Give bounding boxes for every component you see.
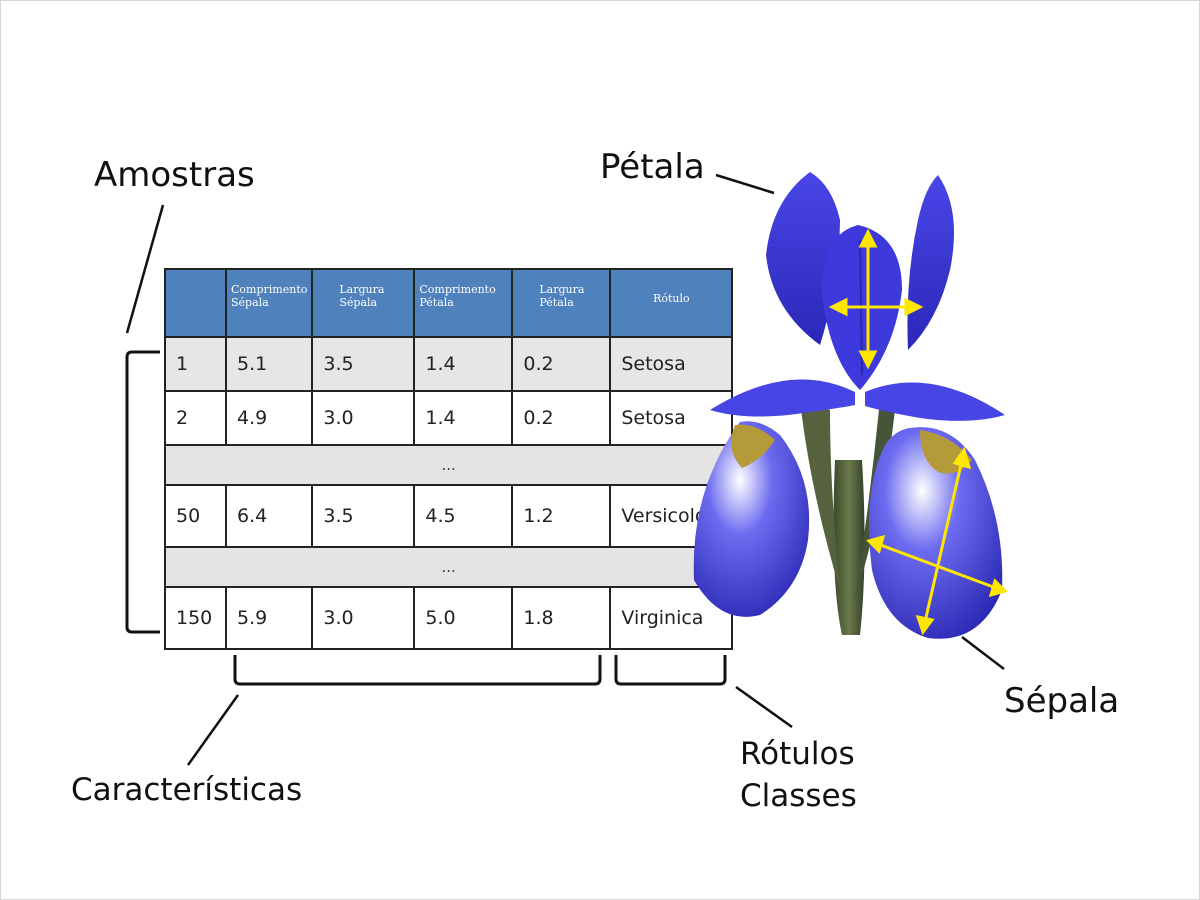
spathe-left [800, 400, 840, 590]
table-ellipsis-row: ... [163, 444, 734, 486]
table-row: 50 6.4 3.5 4.5 1.2 Versicolor [164, 484, 734, 548]
petal-label: Pétala [600, 147, 705, 187]
labels-bracket [614, 655, 727, 686]
left-fall-signal [731, 424, 775, 468]
right-standard-petal [907, 175, 954, 350]
row-index: 150 [164, 586, 227, 650]
left-style-arm [710, 379, 855, 417]
class-label-cell: Setosa [609, 390, 734, 446]
sepal-width-cell: 3.0 [311, 586, 416, 650]
labels-pointer-line [735, 685, 793, 729]
sepal-width-cell: 3.5 [311, 336, 416, 392]
ellipsis-text: ... [441, 456, 456, 474]
ellipsis-text: ... [441, 558, 456, 576]
features-bracket [233, 655, 602, 686]
samples-label: Amostras [94, 155, 255, 195]
right-style-arm [865, 382, 1005, 421]
labels-classes-line2: Classes [740, 778, 857, 814]
sepal-label: Sépala [1004, 681, 1120, 721]
sepal-length-cell: 5.9 [224, 586, 314, 650]
sepal-length-cell: 4.9 [224, 390, 314, 446]
header-cell-label: Rótulo [609, 268, 734, 338]
table-row: 150 5.9 3.0 5.0 1.8 Virginica [164, 586, 734, 650]
row-index: 50 [164, 484, 227, 548]
left-standard-petal [766, 172, 840, 345]
sepal-width-cell: 3.0 [311, 390, 416, 446]
table-row: 2 4.9 3.0 1.4 0.2 Setosa [164, 390, 734, 446]
labels-classes-line1: Rótulos [740, 736, 855, 772]
sepal-measure-arrows [866, 446, 1008, 636]
petal-length-cell: 1.4 [413, 336, 514, 392]
sepal-length-cell: 6.4 [224, 484, 314, 548]
table-row: 1 5.1 3.5 1.4 0.2 Setosa [164, 336, 734, 392]
petal-width-cell: 1.2 [511, 484, 612, 548]
features-pointer-line [186, 694, 240, 766]
header-cell-index [164, 268, 227, 338]
table-ellipsis-row: ... [163, 546, 734, 588]
petal-width-cell: 0.2 [511, 336, 612, 392]
petal-pointer-line [715, 173, 775, 195]
sepal-pointer-line [961, 636, 1005, 670]
petal-length-cell: 4.5 [413, 484, 514, 548]
petal-width-cell: 0.2 [511, 390, 612, 446]
sepal-width-cell: 3.5 [311, 484, 416, 548]
features-label: Características [71, 772, 303, 808]
iris-flower-image [693, 172, 1008, 639]
samples-bracket [125, 350, 160, 634]
class-label-cell: Setosa [609, 336, 734, 392]
petal-length-cell: 1.4 [413, 390, 514, 446]
left-fall-sepal [693, 421, 810, 617]
stem [833, 460, 865, 635]
petal-measure-arrows [828, 228, 924, 370]
sepal-length-cell: 5.1 [224, 336, 314, 392]
row-index: 2 [164, 390, 227, 446]
samples-pointer-line [125, 204, 165, 334]
row-index: 1 [164, 336, 227, 392]
right-fall-sepal [868, 427, 1003, 639]
petal-width-cell: 1.8 [511, 586, 612, 650]
petal-length-cell: 5.0 [413, 586, 514, 650]
